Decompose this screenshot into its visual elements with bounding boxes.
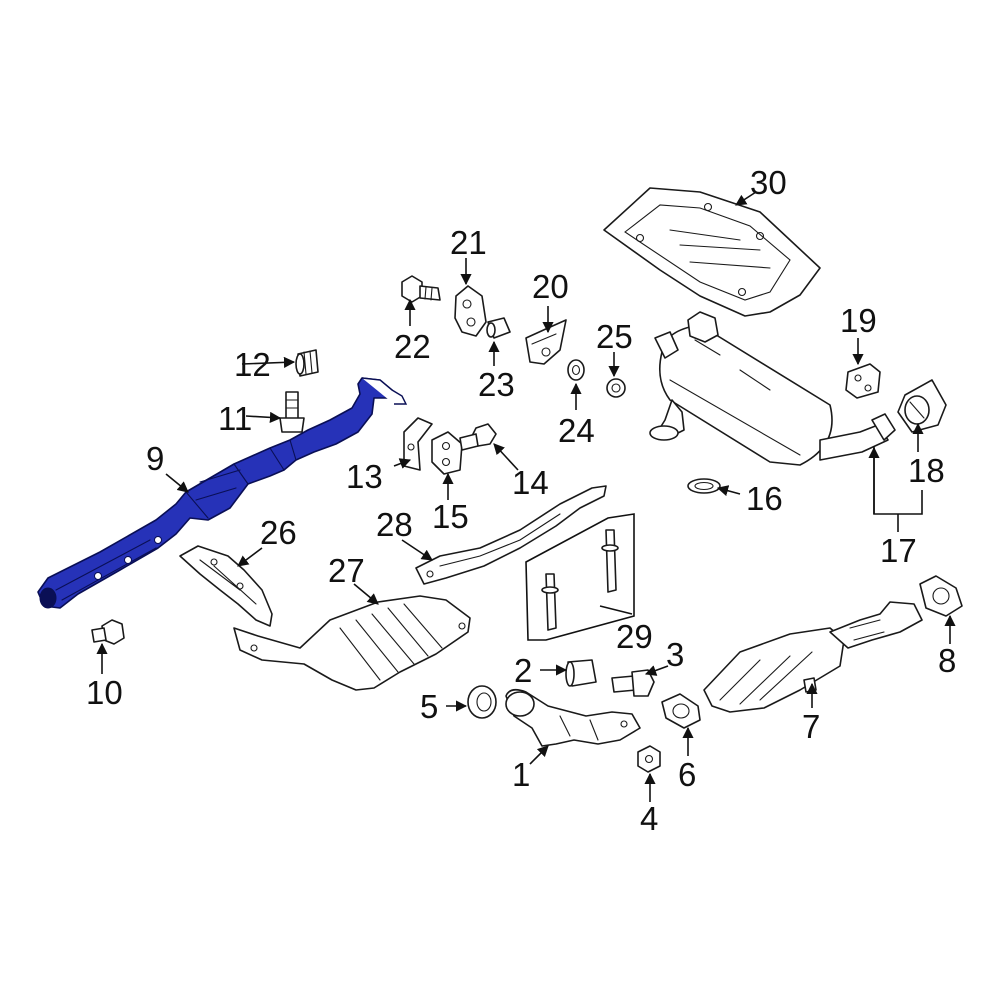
part-17-muffler-assembly[interactable]: [649, 311, 896, 466]
callout-20: 20: [532, 268, 569, 305]
callout-16: 16: [746, 480, 783, 517]
part-6-gasket[interactable]: [661, 693, 701, 729]
part-10-nut[interactable]: [91, 619, 125, 645]
part-20-bracket[interactable]: [525, 319, 567, 365]
callout-26: 26: [260, 514, 297, 551]
part-5-gasket[interactable]: [467, 685, 497, 719]
callout-18: 18: [908, 452, 945, 489]
part-12-bushing[interactable]: [295, 349, 319, 377]
part-21-hanger-bracket[interactable]: [454, 285, 487, 337]
callout-6: 6: [678, 756, 696, 793]
callout-5: 5: [420, 688, 438, 725]
part-29-stud-bolts[interactable]: [525, 513, 635, 641]
callout-24: 24: [558, 412, 595, 449]
callout-4: 4: [640, 800, 658, 837]
part-4-nut[interactable]: [637, 745, 661, 773]
part-8-gasket[interactable]: [919, 575, 963, 617]
callout-12: 12: [234, 346, 271, 383]
callout-1: 1: [512, 756, 530, 793]
callout-27: 27: [328, 552, 365, 589]
part-22-bolt[interactable]: [401, 275, 441, 303]
callout-8: 8: [938, 642, 956, 679]
part-25-washer[interactable]: [606, 378, 626, 398]
callout-numbers: 30 21 20 22 25 19 23 24 12 11 9 13 14 15…: [86, 164, 956, 837]
part-7-catalytic-converter[interactable]: [703, 601, 923, 713]
callout-30: 30: [750, 164, 787, 201]
callout-21: 21: [450, 224, 487, 261]
callout-13: 13: [346, 458, 383, 495]
part-15-rubber-hanger[interactable]: [431, 431, 463, 475]
callout-28: 28: [376, 506, 413, 543]
part-23-bushing[interactable]: [486, 317, 511, 339]
callout-15: 15: [432, 498, 469, 535]
part-19-hanger-bracket[interactable]: [845, 363, 881, 399]
part-13-hanger-bracket[interactable]: [403, 417, 433, 471]
callout-22: 22: [394, 328, 431, 365]
part-24-washer[interactable]: [567, 359, 585, 381]
callout-7: 7: [802, 708, 820, 745]
callout-19: 19: [840, 302, 877, 339]
callout-10: 10: [86, 674, 123, 711]
callout-14: 14: [512, 464, 549, 501]
part-11-bolt[interactable]: [279, 391, 305, 433]
callout-11: 11: [218, 400, 252, 437]
callout-25: 25: [596, 318, 633, 355]
part-1-front-pipe[interactable]: [505, 688, 641, 747]
callout-29: 29: [616, 618, 653, 655]
part-9-front-pipe-catalytic-converter[interactable]: [37, 377, 408, 609]
part-18-exhaust-tip[interactable]: [897, 379, 947, 433]
callout-23: 23: [478, 366, 515, 403]
part-16-gasket[interactable]: [687, 478, 721, 494]
part-27-heat-shield[interactable]: [233, 595, 471, 691]
leader-lines: [96, 191, 956, 802]
callout-9: 9: [146, 440, 164, 477]
callout-3: 3: [666, 636, 684, 673]
part-2-bushing[interactable]: [565, 659, 597, 687]
part-3-bolt[interactable]: [611, 669, 655, 697]
part-30-heat-shield[interactable]: [603, 187, 821, 317]
callout-17: 17: [880, 532, 917, 569]
callout-2: 2: [514, 652, 532, 689]
part-28-bracket[interactable]: [415, 485, 607, 585]
part-14-bolt[interactable]: [459, 423, 497, 451]
part-26-heat-shield[interactable]: [179, 545, 273, 627]
